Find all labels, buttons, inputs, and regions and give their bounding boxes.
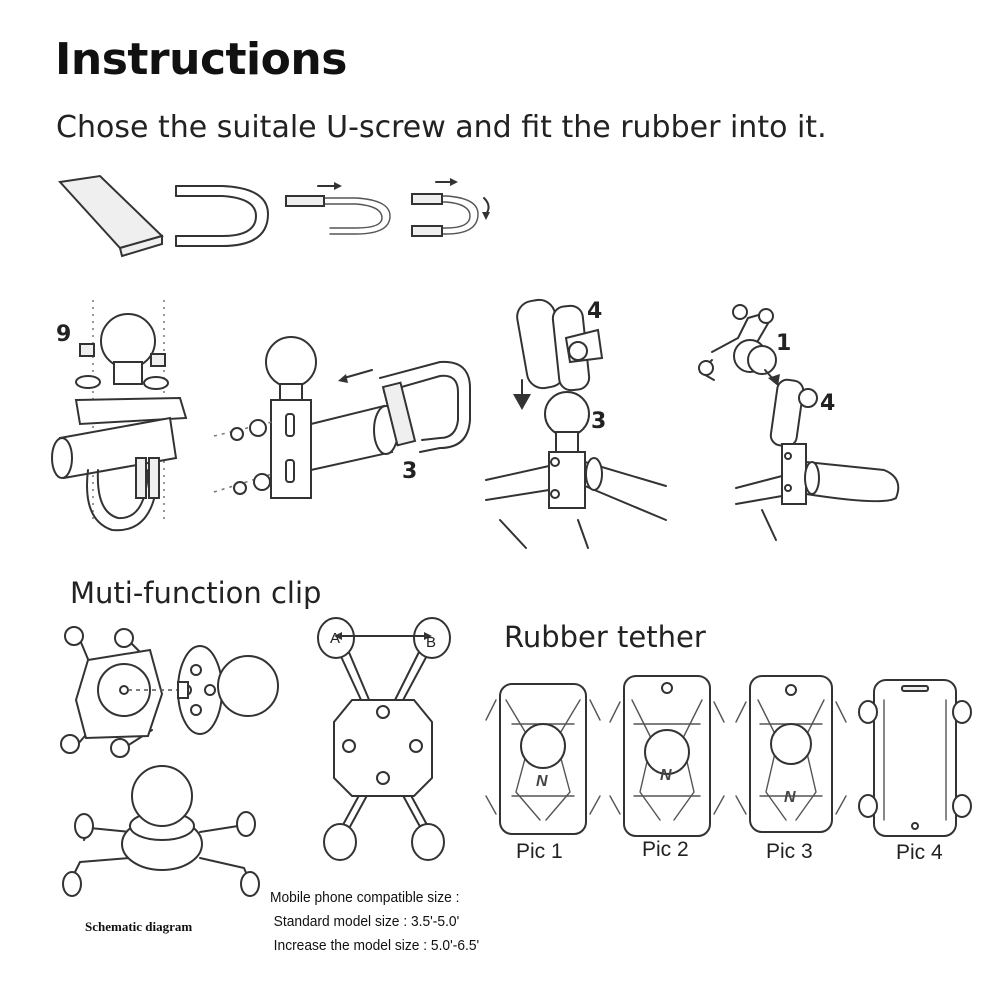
schematic-caption: Schematic diagram — [85, 919, 193, 934]
handlebar-mount-illustration — [51, 300, 188, 532]
step-number-3a: 3 — [402, 459, 417, 484]
svg-text:N: N — [660, 767, 672, 784]
tether-section-title: Rubber tether — [504, 620, 706, 654]
arm-to-ball-illustration — [485, 298, 667, 549]
pic-label-4: Pic 4 — [896, 841, 943, 864]
page-title: Instructions — [55, 34, 347, 85]
tether-pic-4-illustration — [858, 679, 972, 837]
rubber-strip-illustration — [58, 174, 164, 258]
tether-pic-1-illustration: N — [485, 683, 601, 835]
step-number-3b: 3 — [591, 409, 606, 434]
clip-schematic-illustration — [62, 765, 260, 897]
step-number-4b: 4 — [820, 391, 835, 416]
svg-text:N: N — [784, 789, 796, 806]
clip-to-arm-illustration — [698, 304, 900, 541]
step-number-9: 9 — [56, 322, 71, 347]
step-number-4a: 4 — [587, 299, 602, 324]
ball-mount-assembly-illustration — [213, 336, 471, 499]
compat-title: Mobile phone compatible size : — [270, 889, 460, 906]
compat-standard: Standard model size : 3.5'-5.0' — [273, 913, 460, 930]
tether-pic-2-illustration: N — [609, 675, 725, 837]
compatible-size-notes: Mobile phone compatible size : Standard … — [270, 886, 479, 958]
clip-exploded-illustration — [60, 626, 279, 758]
clip-section-title: Muti-function clip — [70, 576, 322, 610]
step-number-1: 1 — [776, 331, 791, 356]
pic-label-1: Pic 1 — [516, 840, 563, 863]
u-screw-rubber-step-2 — [411, 178, 490, 237]
pic-label-3: Pic 3 — [766, 840, 813, 863]
x-clip-size-illustration — [317, 617, 451, 861]
tether-pic-3-illustration: N — [735, 675, 847, 833]
svg-text:N: N — [536, 773, 548, 790]
u-screw-illustration — [175, 185, 269, 247]
page-subtitle: Chose the suitale U-screw and fit the ru… — [56, 110, 827, 145]
compat-increase: Increase the model size : 5.0'-6.5' — [273, 937, 480, 954]
size-label-b: B — [426, 634, 436, 651]
size-label-a: A — [330, 630, 340, 647]
u-screw-rubber-step-1 — [285, 182, 391, 235]
pic-label-2: Pic 2 — [642, 838, 689, 861]
